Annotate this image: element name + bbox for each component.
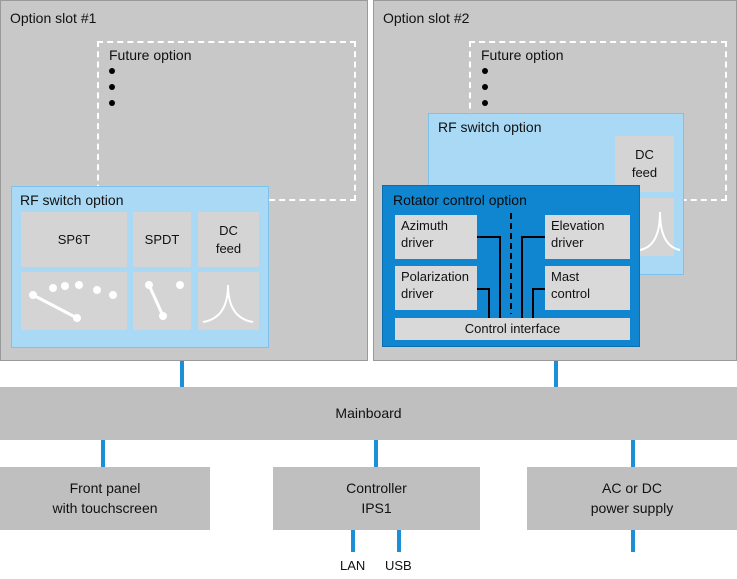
ellipsis-dot	[482, 68, 488, 74]
usb-label: USB	[385, 558, 412, 573]
ellipsis-dot	[482, 100, 488, 106]
lan-label: LAN	[340, 558, 366, 573]
controller-box: Controller IPS1	[273, 467, 480, 530]
controller-bus-line	[374, 440, 378, 467]
future-option-label-slot-2: Future option	[481, 47, 564, 63]
power-output-line	[631, 530, 635, 552]
slot2-bus-line	[554, 361, 558, 387]
polarization-driver: Polarization driver	[395, 266, 477, 310]
ellipsis-dot	[109, 68, 115, 74]
spdt-cell: SPDT	[133, 212, 191, 267]
power-supply-box: AC or DC power supply	[527, 467, 737, 530]
usb-line	[397, 530, 401, 552]
ellipsis-dot	[109, 84, 115, 90]
future-option-label-slot-1: Future option	[109, 47, 192, 63]
mast-control: Mast control	[545, 266, 630, 310]
slot1-bus-line	[180, 361, 184, 387]
azimuth-driver: Azimuth driver	[395, 215, 477, 259]
ellipsis-dot	[109, 100, 115, 106]
option-slot-1-label: Option slot #1	[10, 10, 97, 26]
lan-line	[351, 530, 355, 552]
dc-feed-cell-slot-2: DC feed	[615, 136, 674, 192]
dc-feed-cell: DC feed	[198, 212, 259, 267]
rf-switch-title-slot-1: RF switch option	[20, 192, 124, 208]
mainboard: Mainboard	[0, 387, 737, 440]
power-bus-line	[631, 440, 635, 467]
rotator-control-title: Rotator control option	[393, 192, 527, 208]
rf-switch-title-slot-2: RF switch option	[438, 119, 542, 135]
front-panel-bus-line	[101, 440, 105, 467]
option-slot-2-label: Option slot #2	[383, 10, 470, 26]
sp6t-cell: SP6T	[21, 212, 127, 267]
control-interface: Control interface	[395, 318, 630, 340]
ellipsis-dot	[482, 84, 488, 90]
front-panel-box: Front panel with touchscreen	[0, 467, 210, 530]
elevation-driver: Elevation driver	[545, 215, 630, 259]
